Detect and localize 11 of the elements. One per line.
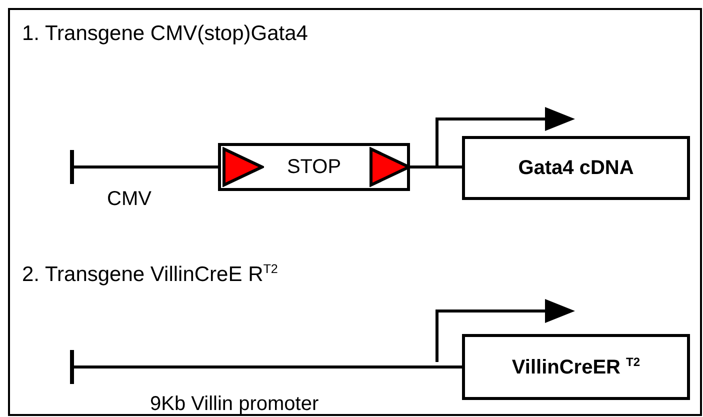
promoter-label: CMV — [107, 188, 152, 211]
gene-box: Gata4 cDNA — [462, 136, 690, 200]
dna-line — [70, 150, 218, 184]
construct-heading: 1. Transgene CMV(stop)Gata4 — [22, 22, 308, 46]
construct-heading: 2. Transgene VillinCreE R$^{T2}$ — [22, 262, 278, 287]
dna-line — [70, 350, 462, 384]
gene-box: VillinCreER $^{T2}$ — [462, 334, 690, 400]
dna-line — [410, 166, 462, 168]
promoter-label: 9Kb Villin promoter — [150, 393, 319, 416]
loxp-triangle-icon — [222, 147, 264, 187]
gene-box: STOP — [218, 143, 410, 191]
